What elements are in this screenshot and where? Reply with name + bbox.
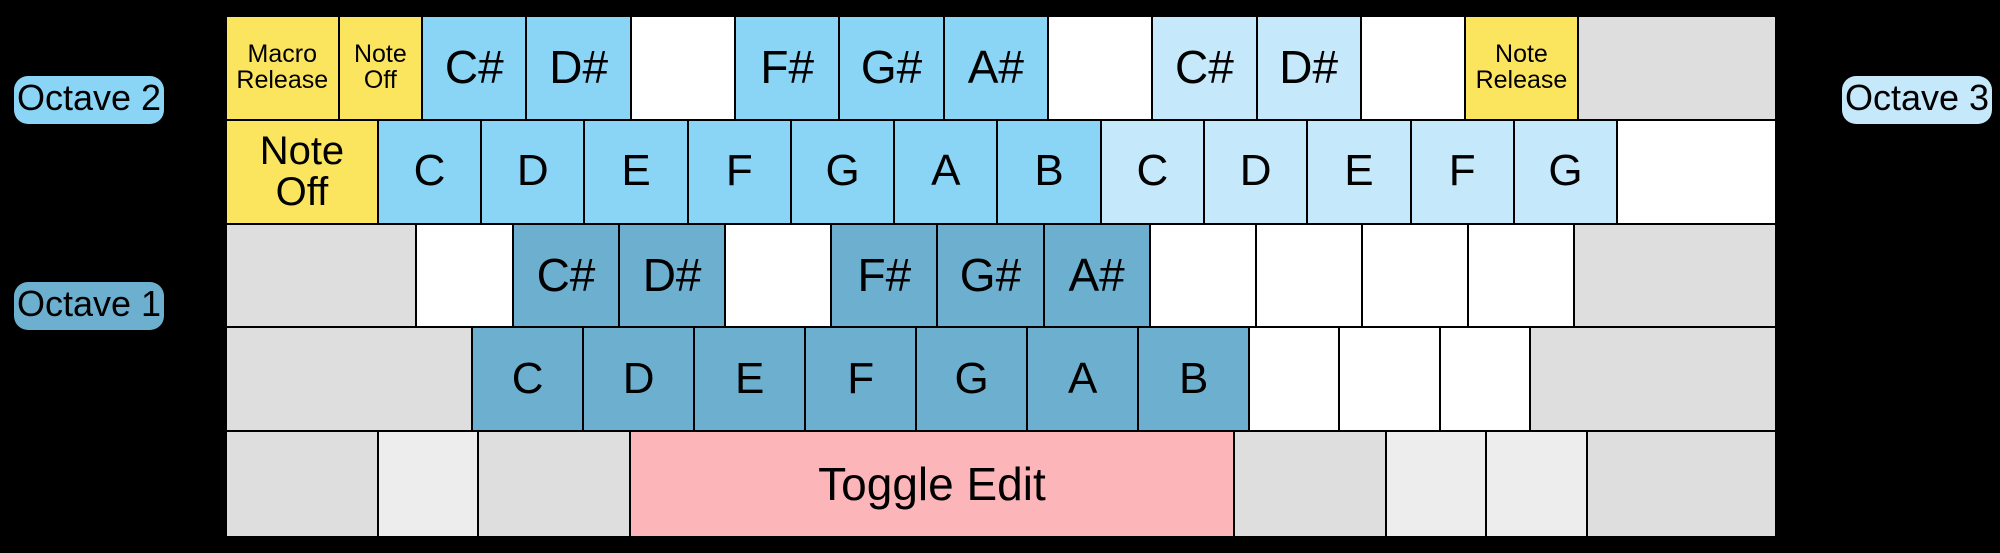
key-blank — [1340, 328, 1441, 433]
key-blank — [1469, 224, 1576, 329]
key-e[interactable]: E — [1308, 120, 1412, 225]
key-note-off[interactable]: Note Off — [227, 120, 379, 225]
key-blank — [631, 17, 737, 121]
key-fsharp[interactable]: F# — [832, 224, 939, 329]
key-d[interactable]: D — [584, 328, 696, 433]
key-c[interactable]: C — [1101, 120, 1205, 225]
key-d[interactable]: D — [1205, 120, 1309, 225]
key-blank — [1618, 120, 1776, 225]
key-note-off[interactable]: Note Off — [339, 17, 424, 121]
key-blank — [1250, 328, 1341, 433]
key-note-release[interactable]: Note Release — [1466, 17, 1579, 121]
key-blank — [1575, 224, 1775, 329]
key-f[interactable]: F — [806, 328, 918, 433]
key-blank — [1578, 17, 1776, 121]
key-blank — [1440, 328, 1531, 433]
key-b[interactable]: B — [1139, 328, 1251, 433]
octave-2-label: Octave 2 — [14, 76, 164, 124]
key-blank — [1048, 17, 1154, 121]
key-blank — [378, 432, 480, 536]
key-c[interactable]: C — [473, 328, 585, 433]
key-csharp[interactable]: C# — [513, 224, 621, 329]
key-gsharp[interactable]: G# — [840, 17, 945, 121]
key-blank — [1487, 432, 1588, 536]
key-blank — [1256, 224, 1363, 329]
key-asharp[interactable]: A# — [944, 17, 1049, 121]
keyboard-row-asdf-row: C#D# F#G#A# — [227, 224, 1775, 329]
key-a[interactable]: A — [1028, 328, 1140, 433]
key-toggle-edit[interactable]: Toggle Edit — [631, 432, 1235, 536]
key-macro-release[interactable]: Macro Release — [227, 17, 340, 121]
key-g[interactable]: G — [1514, 120, 1619, 225]
key-csharp[interactable]: C# — [423, 17, 528, 121]
octave-3-label: Octave 3 — [1842, 76, 1992, 124]
key-blank — [227, 432, 379, 536]
key-g[interactable]: G — [917, 328, 1029, 433]
key-dsharp[interactable]: D# — [620, 224, 727, 329]
key-blank — [479, 432, 632, 536]
key-dsharp[interactable]: D# — [527, 17, 632, 121]
key-asharp[interactable]: A# — [1044, 224, 1151, 329]
key-c[interactable]: C — [378, 120, 483, 225]
key-blank — [1150, 224, 1257, 329]
octave-1-label: Octave 1 — [14, 282, 164, 330]
key-blank — [227, 328, 474, 433]
key-f[interactable]: F — [1411, 120, 1515, 225]
key-b[interactable]: B — [998, 120, 1102, 225]
key-fsharp[interactable]: F# — [736, 17, 841, 121]
key-blank — [1530, 328, 1775, 433]
key-e[interactable]: E — [585, 120, 689, 225]
key-d[interactable]: D — [482, 120, 586, 225]
key-blank — [1234, 432, 1387, 536]
keyboard-row-space-row: Toggle Edit — [227, 432, 1775, 536]
key-blank — [1361, 17, 1467, 121]
key-blank — [1386, 432, 1488, 536]
key-g[interactable]: G — [791, 120, 896, 225]
key-blank — [227, 224, 418, 329]
key-gsharp[interactable]: G# — [938, 224, 1045, 329]
key-blank — [417, 224, 514, 329]
key-f[interactable]: F — [688, 120, 792, 225]
key-blank — [726, 224, 833, 329]
key-e[interactable]: E — [695, 328, 807, 433]
key-dsharp[interactable]: D# — [1257, 17, 1362, 121]
key-csharp[interactable]: C# — [1153, 17, 1258, 121]
key-blank — [1587, 432, 1775, 536]
key-blank — [1362, 224, 1470, 329]
key-a[interactable]: A — [895, 120, 999, 225]
